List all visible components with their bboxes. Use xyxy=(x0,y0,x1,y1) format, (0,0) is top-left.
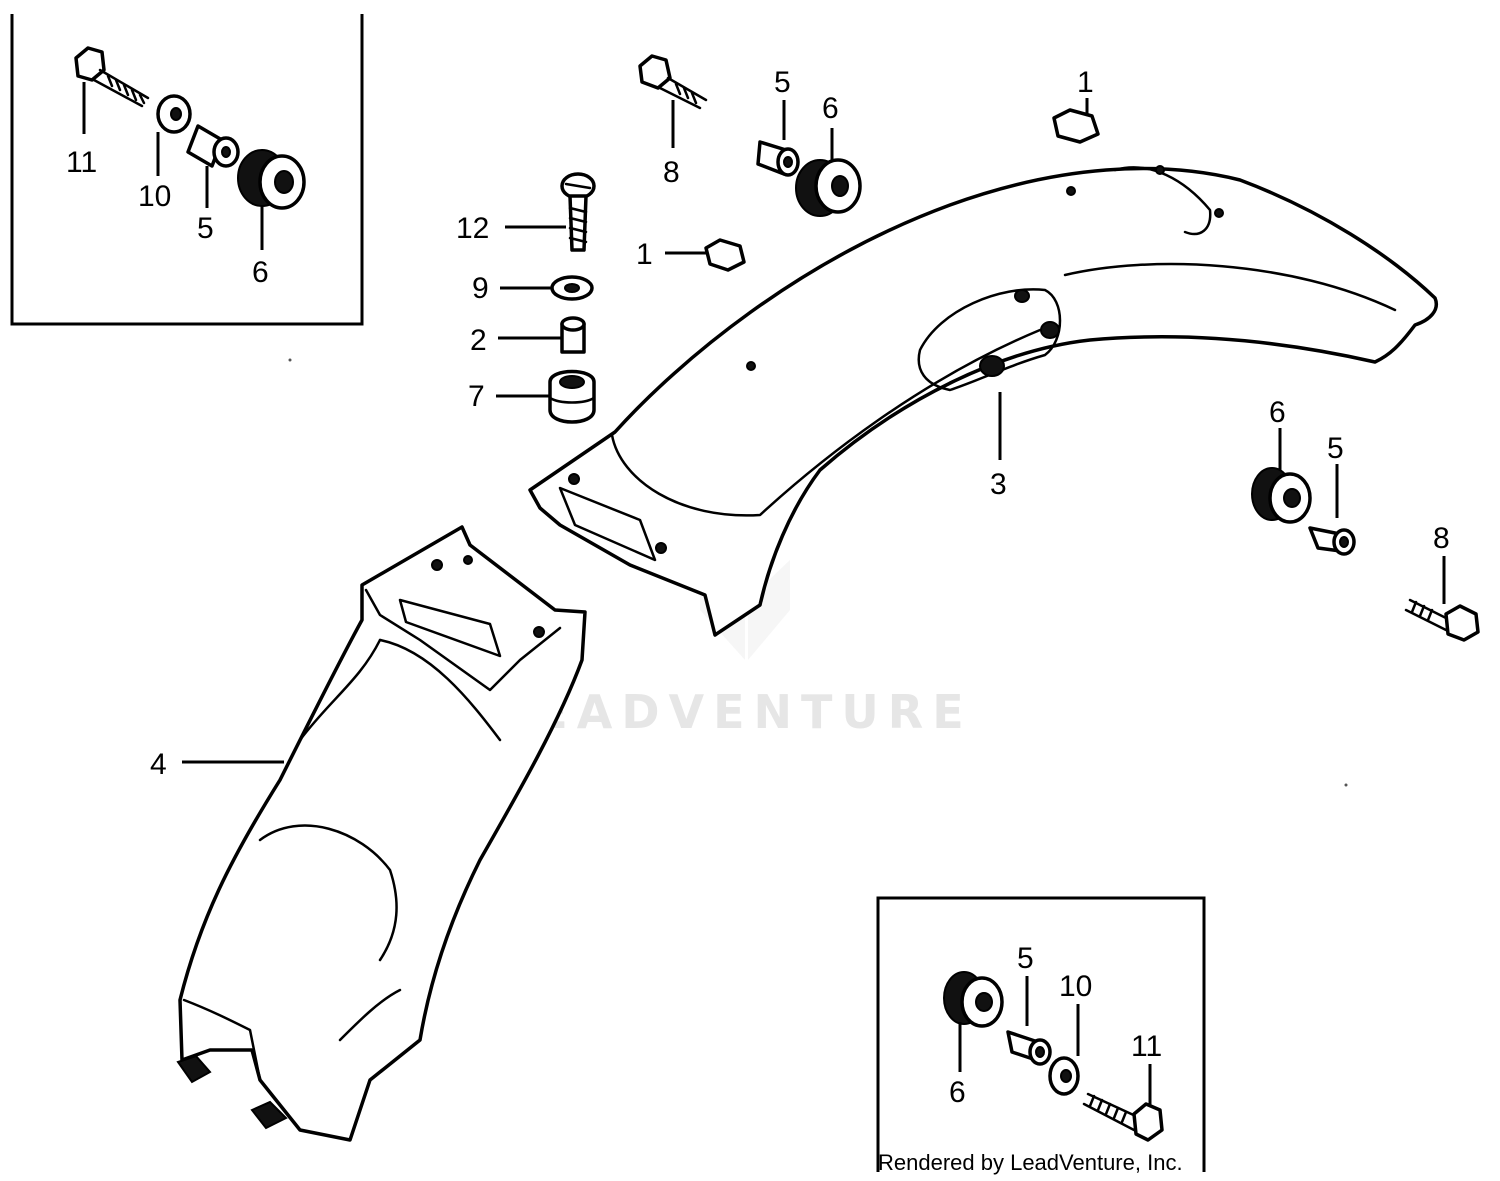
grommet-7-icon xyxy=(548,369,596,424)
callout-1-top: 1 xyxy=(1077,66,1094,99)
collar-5-top-icon xyxy=(756,140,800,177)
inner-fender-4 xyxy=(176,525,587,1142)
bolt-8-right-icon xyxy=(1404,598,1480,642)
nut-1-top-icon xyxy=(1052,108,1100,144)
callout-10-inset: 10 xyxy=(138,180,171,213)
callout-6-inset: 6 xyxy=(252,256,269,289)
screw-12-icon xyxy=(560,172,596,252)
collar-2-icon xyxy=(560,316,586,354)
grommet-6-inset-icon xyxy=(943,971,1004,1028)
washer-10-inset-icon xyxy=(1048,1056,1080,1096)
callout-7: 7 xyxy=(468,380,485,413)
callout-11-inset: 11 xyxy=(66,146,97,179)
bolt-11-inset-icon xyxy=(1082,1092,1164,1142)
callout-4: 4 xyxy=(150,748,167,781)
bolt-8-top-icon xyxy=(638,54,708,110)
inset-frame-bottom-right xyxy=(876,896,1206,1172)
nut-1-center-icon xyxy=(704,238,746,272)
callout-10-inset-bottom: 10 xyxy=(1059,970,1092,1003)
callout-8-top: 8 xyxy=(663,156,680,189)
collar-5-icon xyxy=(186,124,240,168)
inset-frame-top-left xyxy=(10,14,364,326)
callout-5-top: 5 xyxy=(774,66,791,99)
callout-11-inset-bottom: 11 xyxy=(1131,1030,1162,1063)
grommet-6-top-icon xyxy=(795,158,862,217)
callout-3: 3 xyxy=(990,468,1007,501)
callout-5-right: 5 xyxy=(1327,432,1344,465)
callout-6-right: 6 xyxy=(1269,396,1286,429)
washer-9-icon xyxy=(550,275,594,301)
callout-6-inset-bottom: 6 xyxy=(949,1076,966,1109)
callout-1-center: 1 xyxy=(636,238,653,271)
grommet-6-icon xyxy=(237,149,306,210)
grommet-6-right-icon xyxy=(1251,467,1312,524)
callout-5-inset: 5 xyxy=(197,212,214,245)
collar-5-inset-icon xyxy=(1006,1030,1052,1066)
callout-8-right: 8 xyxy=(1433,522,1450,555)
rear-fender-3 xyxy=(528,165,1438,637)
watermark-text: LEADVENTURE xyxy=(498,685,973,739)
callout-5-inset-bottom: 5 xyxy=(1017,942,1034,975)
callout-2: 2 xyxy=(470,324,487,357)
washer-10-icon xyxy=(156,94,192,134)
callout-6-top: 6 xyxy=(822,92,839,125)
credit-text: Rendered by LeadVenture, Inc. xyxy=(878,1150,1183,1175)
callout-12: 12 xyxy=(456,212,489,245)
collar-5-right-icon xyxy=(1308,526,1356,556)
callout-9: 9 xyxy=(472,272,489,305)
bolt-11-icon xyxy=(74,46,150,108)
